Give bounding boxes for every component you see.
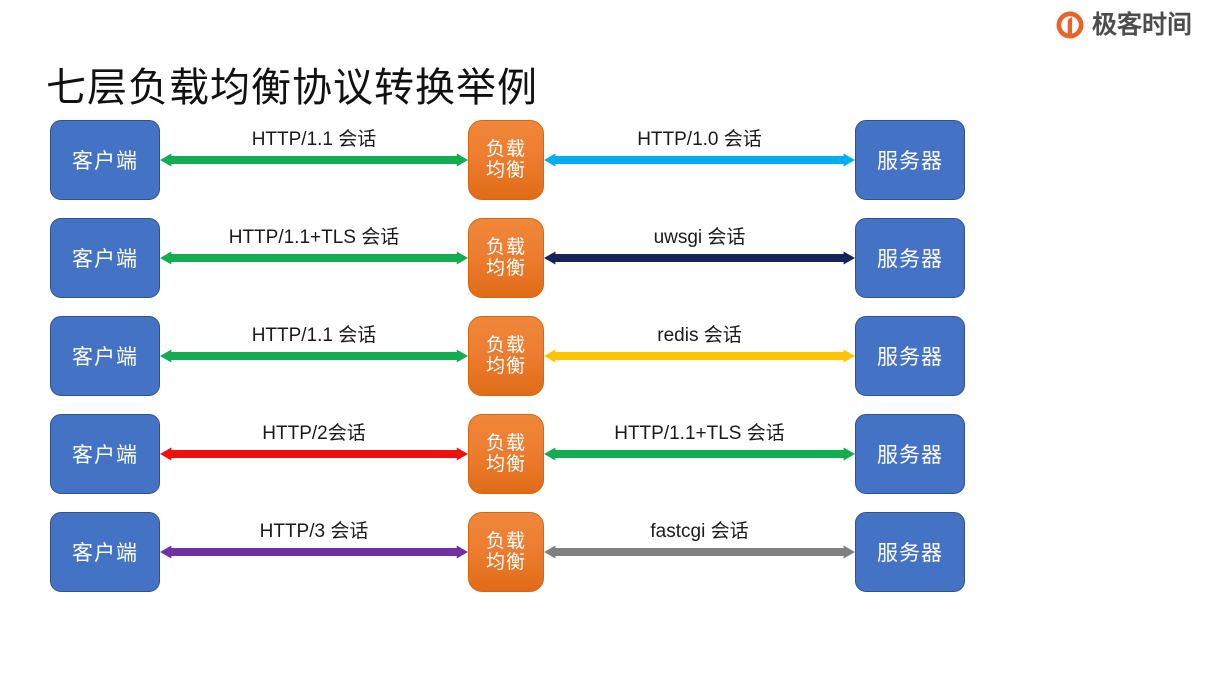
client-to-lb-arrow — [160, 344, 468, 368]
client-to-lb-arrow — [160, 148, 468, 172]
protocol-conversion-diagram: 客户端 HTTP/1.1 会话 负载 均衡 HTTP/1.0 会话 服务器 — [0, 120, 1210, 640]
server-node-label: 服务器 — [877, 150, 943, 173]
server-node[interactable]: 服务器 — [855, 512, 965, 592]
lb-to-server-lane: fastcgi 会话 — [544, 512, 855, 592]
lb-to-server-arrow-icon — [544, 153, 855, 167]
lb-to-server-arrow — [544, 344, 855, 368]
lb-to-server-protocol-label: redis 会话 — [657, 325, 742, 346]
lb-to-server-protocol-label: fastcgi 会话 — [650, 521, 749, 542]
client-to-lb-protocol-label: HTTP/1.1 会话 — [251, 129, 377, 150]
load-balancer-node-label-line2: 均衡 — [485, 356, 526, 377]
client-to-lb-lane: HTTP/1.1 会话 — [160, 316, 468, 396]
load-balancer-node-label-line1: 负载 — [485, 334, 526, 356]
diagram-row: 客户端 HTTP/1.1+TLS 会话 负载 均衡 uwsgi 会话 服务器 — [0, 218, 1210, 298]
geektime-circle-logo-icon — [1056, 11, 1084, 39]
server-node[interactable]: 服务器 — [855, 120, 965, 200]
load-balancer-node[interactable]: 负载 均衡 — [468, 414, 544, 494]
server-node-label: 服务器 — [877, 444, 943, 467]
diagram-row: 客户端 HTTP/3 会话 负载 均衡 fastcgi 会话 服务器 — [0, 512, 1210, 592]
load-balancer-node-label-line2: 均衡 — [485, 454, 526, 475]
client-node[interactable]: 客户端 — [50, 414, 160, 494]
page-title: 七层负载均衡协议转换举例 — [46, 65, 538, 110]
server-node[interactable]: 服务器 — [855, 414, 965, 494]
client-to-lb-protocol-label: HTTP/3 会话 — [259, 521, 369, 542]
client-node[interactable]: 客户端 — [50, 512, 160, 592]
lb-to-server-lane: HTTP/1.0 会话 — [544, 120, 855, 200]
load-balancer-node-label-line2: 均衡 — [485, 160, 526, 181]
lb-to-server-arrow — [544, 148, 855, 172]
client-node[interactable]: 客户端 — [50, 218, 160, 298]
client-node-label: 客户端 — [72, 150, 138, 173]
client-to-lb-protocol-label: HTTP/1.1 会话 — [251, 325, 377, 346]
lb-to-server-lane: redis 会话 — [544, 316, 855, 396]
server-node[interactable]: 服务器 — [855, 316, 965, 396]
server-node-label: 服务器 — [877, 248, 943, 271]
client-node-label: 客户端 — [72, 346, 138, 369]
diagram-row: 客户端 HTTP/1.1 会话 负载 均衡 redis 会话 服务器 — [0, 316, 1210, 396]
client-to-lb-arrow — [160, 540, 468, 564]
lb-to-server-protocol-label: uwsgi 会话 — [653, 227, 746, 248]
diagram-row: 客户端 HTTP/2会话 负载 均衡 HTTP/1.1+TLS 会话 服务器 — [0, 414, 1210, 494]
client-to-lb-arrow — [160, 442, 468, 466]
lb-to-server-arrow — [544, 442, 855, 466]
brand-name: 极客时间 — [1091, 10, 1192, 39]
client-to-lb-arrow-icon — [160, 153, 468, 167]
lb-to-server-lane: HTTP/1.1+TLS 会话 — [544, 414, 855, 494]
lb-to-server-protocol-label: HTTP/1.1+TLS 会话 — [614, 423, 785, 444]
diagram-row: 客户端 HTTP/1.1 会话 负载 均衡 HTTP/1.0 会话 服务器 — [0, 120, 1210, 200]
client-node-label: 客户端 — [72, 542, 138, 565]
lb-to-server-arrow — [544, 540, 855, 564]
load-balancer-node-label-line1: 负载 — [485, 138, 526, 160]
lb-to-server-lane: uwsgi 会话 — [544, 218, 855, 298]
server-node-label: 服务器 — [877, 346, 943, 369]
brand-logo: 极客时间 — [1055, 8, 1192, 42]
load-balancer-node-label-line1: 负载 — [485, 432, 526, 454]
load-balancer-node-label-line2: 均衡 — [485, 552, 526, 573]
load-balancer-node[interactable]: 负载 均衡 — [468, 120, 544, 200]
lb-to-server-arrow-icon — [544, 447, 855, 461]
client-node-label: 客户端 — [72, 248, 138, 271]
client-to-lb-arrow-icon — [160, 349, 468, 363]
lb-to-server-arrow — [544, 246, 855, 270]
load-balancer-node[interactable]: 负载 均衡 — [468, 218, 544, 298]
load-balancer-node-label-line1: 负载 — [485, 236, 526, 258]
client-to-lb-lane: HTTP/1.1 会话 — [160, 120, 468, 200]
load-balancer-node[interactable]: 负载 均衡 — [468, 512, 544, 592]
client-node[interactable]: 客户端 — [50, 316, 160, 396]
client-to-lb-protocol-label: HTTP/1.1+TLS 会话 — [228, 227, 400, 248]
server-node-label: 服务器 — [877, 542, 943, 565]
client-node-label: 客户端 — [72, 444, 138, 467]
load-balancer-node-label-line2: 均衡 — [485, 258, 526, 279]
lb-to-server-arrow-icon — [544, 349, 855, 363]
client-to-lb-protocol-label: HTTP/2会话 — [262, 423, 366, 444]
load-balancer-node[interactable]: 负载 均衡 — [468, 316, 544, 396]
server-node[interactable]: 服务器 — [855, 218, 965, 298]
lb-to-server-arrow-icon — [544, 545, 855, 559]
lb-to-server-arrow-icon — [544, 251, 855, 265]
load-balancer-node-label-line1: 负载 — [485, 530, 526, 552]
client-to-lb-arrow-icon — [160, 447, 468, 461]
client-node[interactable]: 客户端 — [50, 120, 160, 200]
client-to-lb-lane: HTTP/3 会话 — [160, 512, 468, 592]
lb-to-server-protocol-label: HTTP/1.0 会话 — [637, 129, 762, 150]
client-to-lb-arrow-icon — [160, 251, 468, 265]
client-to-lb-lane: HTTP/1.1+TLS 会话 — [160, 218, 468, 298]
client-to-lb-lane: HTTP/2会话 — [160, 414, 468, 494]
client-to-lb-arrow — [160, 246, 468, 270]
client-to-lb-arrow-icon — [160, 545, 468, 559]
